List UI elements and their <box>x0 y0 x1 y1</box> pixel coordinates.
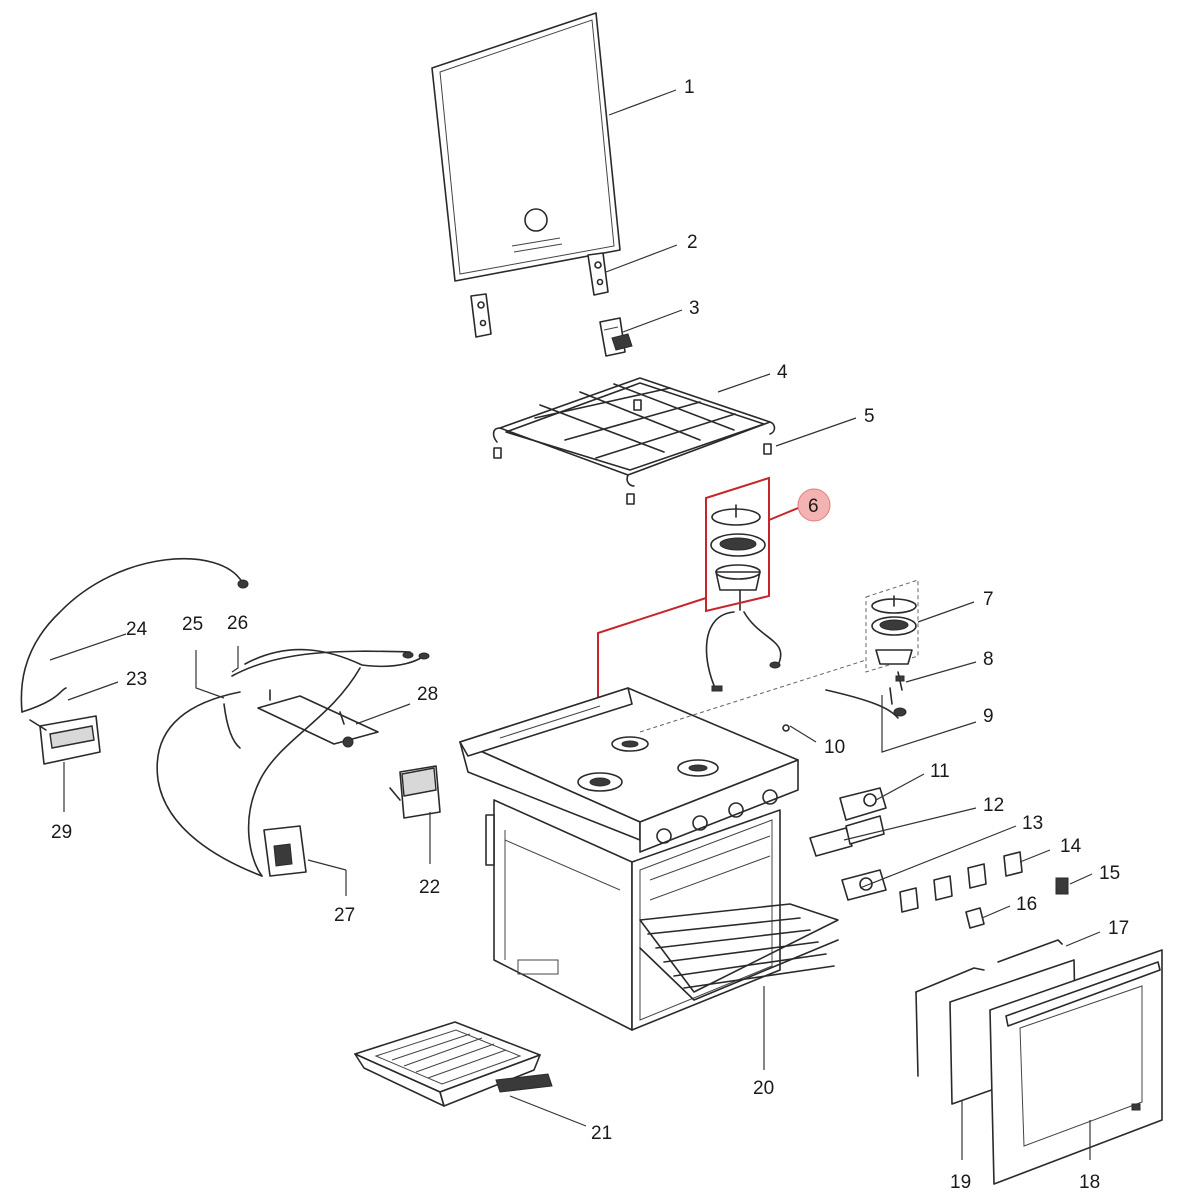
callout-4: 4 <box>777 362 788 383</box>
callout-13: 13 <box>1022 813 1043 834</box>
part-28-mounting-plate <box>257 689 379 748</box>
part-12-gas-valve <box>809 815 885 857</box>
part-16-push-button <box>965 907 985 929</box>
callout-11: 11 <box>930 761 950 782</box>
callout-28: 28 <box>417 684 438 705</box>
part-11-gas-valve <box>839 787 887 821</box>
leader-lines <box>49 89 1101 1160</box>
part-8-electrode <box>895 671 905 691</box>
callout-6: 6 <box>808 496 819 517</box>
callout-21: 21 <box>591 1123 612 1144</box>
callout-15: 15 <box>1099 863 1120 884</box>
part-27-bracket <box>263 825 307 877</box>
part-29-igniter-switch <box>29 715 101 765</box>
callout-3: 3 <box>689 298 700 319</box>
callout-18: 18 <box>1079 1172 1100 1193</box>
callout-20: 20 <box>753 1078 774 1099</box>
part-13-gas-valve <box>841 869 887 901</box>
part-17-door-seal <box>915 939 1063 1077</box>
part-4-pan-support <box>492 377 776 487</box>
part-7-burner-assembly <box>865 579 919 673</box>
part-9-thermocouple <box>825 687 907 719</box>
callout-25: 25 <box>182 614 203 635</box>
callout-26: 26 <box>227 613 248 634</box>
part-5-rubber-feet <box>493 399 772 505</box>
part-2-lid-hinge <box>470 252 609 338</box>
callout-17: 17 <box>1108 918 1129 939</box>
callout-5: 5 <box>864 406 875 427</box>
callout-22: 22 <box>419 877 440 898</box>
callout-labels: 1 2 3 4 5 6 7 8 9 10 11 12 13 14 15 16 1… <box>51 77 1129 1193</box>
callout-14: 14 <box>1060 836 1082 857</box>
part-6-burner-assembly <box>705 504 782 692</box>
cooker-body <box>459 659 867 1031</box>
callout-19: 19 <box>950 1172 971 1193</box>
part-22-ignition-module <box>389 765 441 819</box>
callout-27: 27 <box>334 905 355 926</box>
callout-12: 12 <box>983 795 1004 816</box>
part-3-hinge-bracket <box>599 317 633 357</box>
callout-8: 8 <box>983 649 994 670</box>
part-1-glass-lid <box>431 12 621 282</box>
part-20-oven-shelf <box>639 903 839 1001</box>
wiring-harness <box>20 558 430 877</box>
part-21-grill-pan <box>354 1021 553 1107</box>
callout-2: 2 <box>687 232 698 253</box>
part-15-spark-connector <box>1055 877 1069 895</box>
callout-7: 7 <box>983 589 994 610</box>
part-18-oven-door <box>989 949 1163 1185</box>
callout-29: 29 <box>51 822 72 843</box>
callout-10: 10 <box>824 737 845 758</box>
callout-23: 23 <box>126 669 147 690</box>
part-14-control-knobs <box>899 851 1023 913</box>
callout-16: 16 <box>1016 894 1037 915</box>
part-10-screw <box>782 724 790 732</box>
callout-24: 24 <box>126 619 148 640</box>
callout-9: 9 <box>983 706 994 727</box>
callout-1: 1 <box>684 77 695 98</box>
